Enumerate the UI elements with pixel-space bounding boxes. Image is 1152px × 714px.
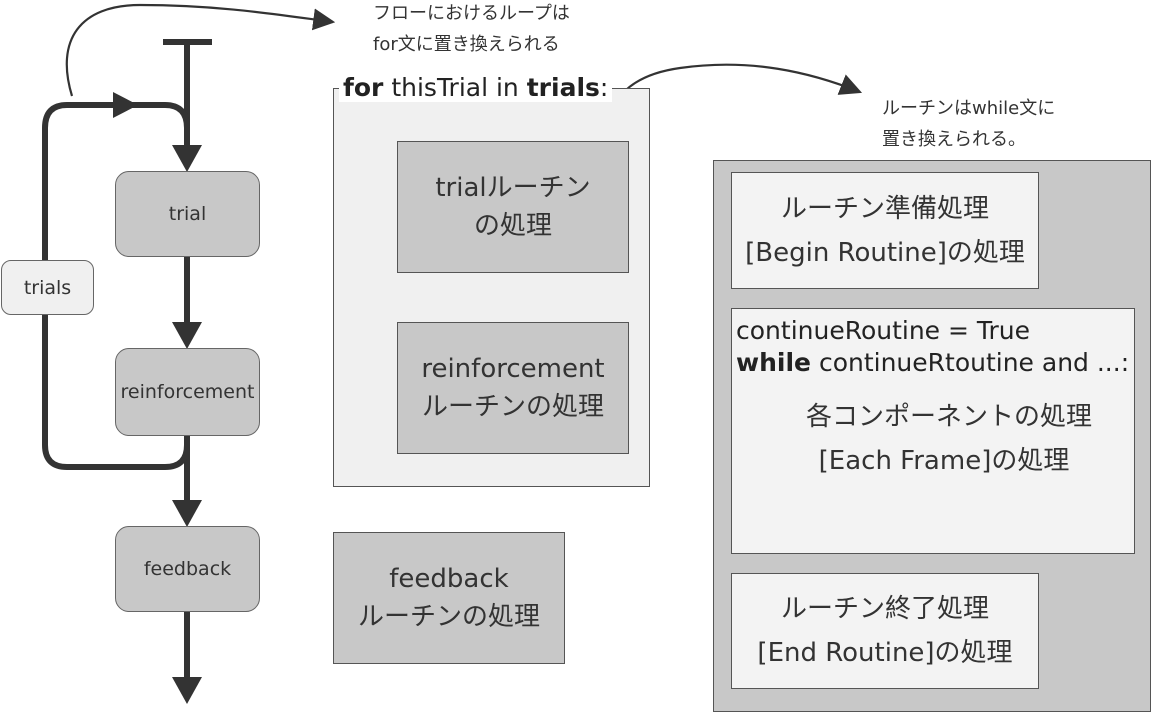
loop-note-line2: for文に置き換えられる	[373, 34, 560, 55]
loop-arrow	[113, 92, 138, 118]
code-line-while: while continueRtoutine and ...:	[736, 347, 1129, 379]
routine-note: ルーチンはwhile文に 置き換えられる。	[882, 93, 1055, 155]
for-loop-var: thisTrial in	[383, 73, 527, 102]
flow-node-reinforcement-label: reinforcement	[120, 381, 255, 403]
trial-routine-line2: の処理	[473, 211, 552, 241]
flow-arrow-to-reinforcement	[172, 322, 202, 349]
each-frame-text: 各コンポーネントの処理 [Each Frame]の処理	[732, 395, 1136, 483]
loop-note-line1: フローにおけるループは	[373, 3, 570, 24]
loop-label-text: trials	[23, 276, 72, 299]
trials-keyword: trials	[526, 73, 600, 102]
routine-note-line2: 置き換えられる。	[882, 129, 1026, 150]
routine-note-line1: ルーチンはwhile文に	[882, 98, 1056, 119]
flow-arrow-to-trial	[172, 145, 202, 172]
feedback-routine-line2: ルーチンの処理	[357, 602, 540, 632]
trial-routine-box: trialルーチン の処理	[397, 141, 629, 273]
flow-node-feedback[interactable]: feedback	[115, 526, 260, 612]
loop-label-trials[interactable]: trials	[1, 260, 94, 315]
each-frame-box: continueRoutine = True while continueRto…	[731, 308, 1135, 554]
trial-routine-line1: trialルーチン	[435, 173, 591, 203]
end-routine-box: ルーチン終了処理 [End Routine]の処理	[731, 573, 1039, 689]
flow-arrow-end	[172, 677, 202, 704]
reinforcement-routine-box: reinforcement ルーチンの処理	[397, 322, 629, 454]
flow-node-trial-label: trial	[168, 203, 207, 225]
feedback-routine-box: feedback ルーチンの処理	[333, 532, 565, 664]
begin-routine-line1: ルーチン準備処理	[780, 193, 989, 224]
each-frame-line2: [Each Frame]の処理	[818, 446, 1070, 476]
begin-routine-box: ルーチン準備処理 [Begin Routine]の処理	[731, 172, 1039, 289]
flow-node-reinforcement[interactable]: reinforcement	[115, 348, 260, 436]
for-keyword: for	[343, 73, 384, 102]
reinforcement-routine-line1: reinforcement	[421, 354, 605, 384]
loop-note: フローにおけるループは for文に置き換えられる	[373, 0, 570, 60]
end-routine-line1: ルーチン終了処理	[780, 594, 989, 624]
flow-arrow-to-feedback	[172, 500, 202, 527]
each-frame-line1: 各コンポーネントの処理	[805, 402, 1092, 432]
feedback-routine-line1: feedback	[389, 564, 509, 594]
flow-node-trial[interactable]: trial	[115, 171, 260, 257]
reinforcement-routine-line2: ルーチンの処理	[421, 392, 604, 422]
flow-node-feedback-label: feedback	[143, 558, 232, 580]
for-colon: :	[599, 73, 609, 102]
while-condition: continueRtoutine and ...:	[811, 348, 1130, 377]
loop-note-arrow	[65, 3, 336, 97]
for-statement: for thisTrial in trials:	[339, 73, 613, 102]
code-line-continue: continueRoutine = True	[736, 316, 1031, 345]
end-routine-line2: [End Routine]の処理	[757, 638, 1013, 668]
while-keyword: while	[736, 348, 811, 377]
begin-routine-line2: [Begin Routine]の処理	[745, 237, 1025, 268]
